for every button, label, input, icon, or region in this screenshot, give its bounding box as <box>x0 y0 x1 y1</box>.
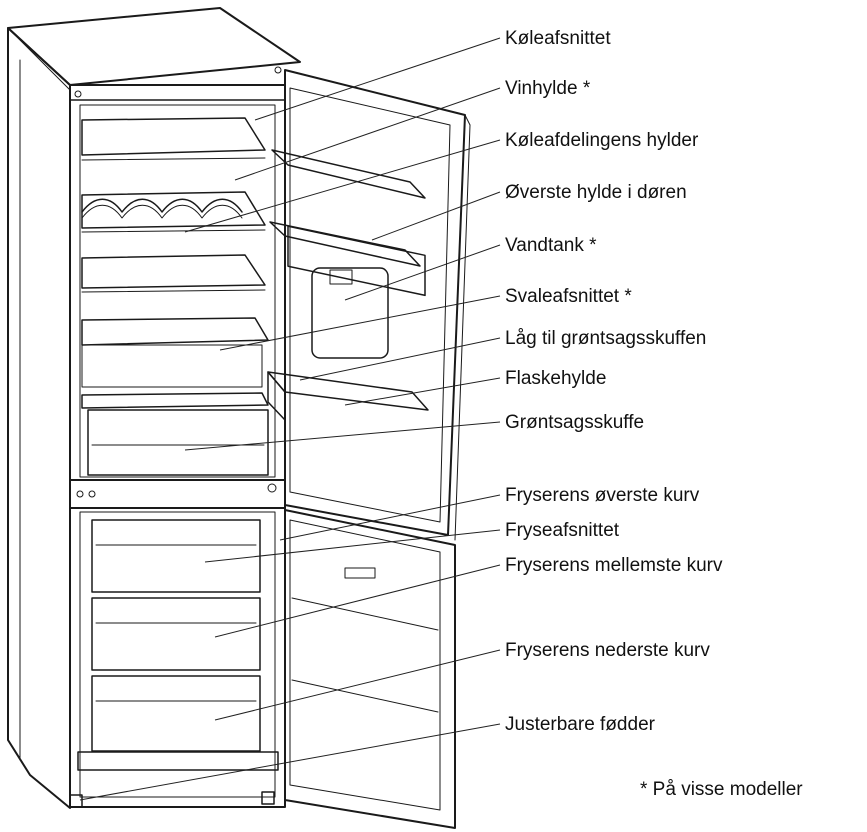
label-fryserens-mellemste-kurv: Fryserens mellemste kurv <box>505 555 723 576</box>
refrigerator-cabinet <box>7 7 301 809</box>
label-flaskehylde: Flaskehylde <box>505 368 606 389</box>
leader-vandtank <box>344 244 501 301</box>
refrigerator-door <box>267 69 471 829</box>
callout-labels: Køleafsnittet Vinhylde * Køleafdelingens… <box>505 28 803 800</box>
leader-grontsagsskuffe <box>184 421 501 451</box>
leader-fryserens-overste-kurv <box>279 494 501 541</box>
label-fryseafsnittet: Fryseafsnittet <box>505 520 620 541</box>
label-laag-til-grontsagsskuffen: Låg til grøntsagsskuffen <box>505 328 706 349</box>
label-overste-hylde-i-doren: Øverste hylde i døren <box>505 182 687 203</box>
label-grontsagsskuffe: Grøntsagsskuffe <box>505 412 644 433</box>
label-fryserens-overste-kurv: Fryserens øverste kurv <box>505 485 700 506</box>
leader-fryseafsnittet <box>204 529 501 563</box>
label-justerbare-fodder: Justerbare fødder <box>505 714 656 735</box>
label-vinhylde: Vinhylde * <box>505 78 591 99</box>
leader-laag <box>299 337 501 381</box>
leader-vinhylde <box>234 87 501 181</box>
leader-flaskehylde <box>344 377 501 406</box>
leader-justerbare-fodder <box>79 723 501 801</box>
leader-lines <box>79 37 501 801</box>
leader-koleafsnittet <box>254 37 501 121</box>
label-koleafdelingens-hylder: Køleafdelingens hylder <box>505 130 699 151</box>
leader-fryserens-mellemste-kurv <box>214 564 501 638</box>
leader-svaleafsnittet <box>219 295 501 351</box>
leader-koleafdelingens-hylder <box>184 139 501 233</box>
label-svaleafsnittet: Svaleafsnittet * <box>505 286 632 307</box>
label-fryserens-nederste-kurv: Fryserens nederste kurv <box>505 640 710 661</box>
label-vandtank: Vandtank * <box>505 235 597 256</box>
label-koleafsnittet: Køleafsnittet <box>505 28 611 49</box>
footnote: * På visse modeller <box>640 779 803 800</box>
leader-overste-hylde <box>371 191 501 241</box>
leader-fryserens-nederste-kurv <box>214 649 501 721</box>
